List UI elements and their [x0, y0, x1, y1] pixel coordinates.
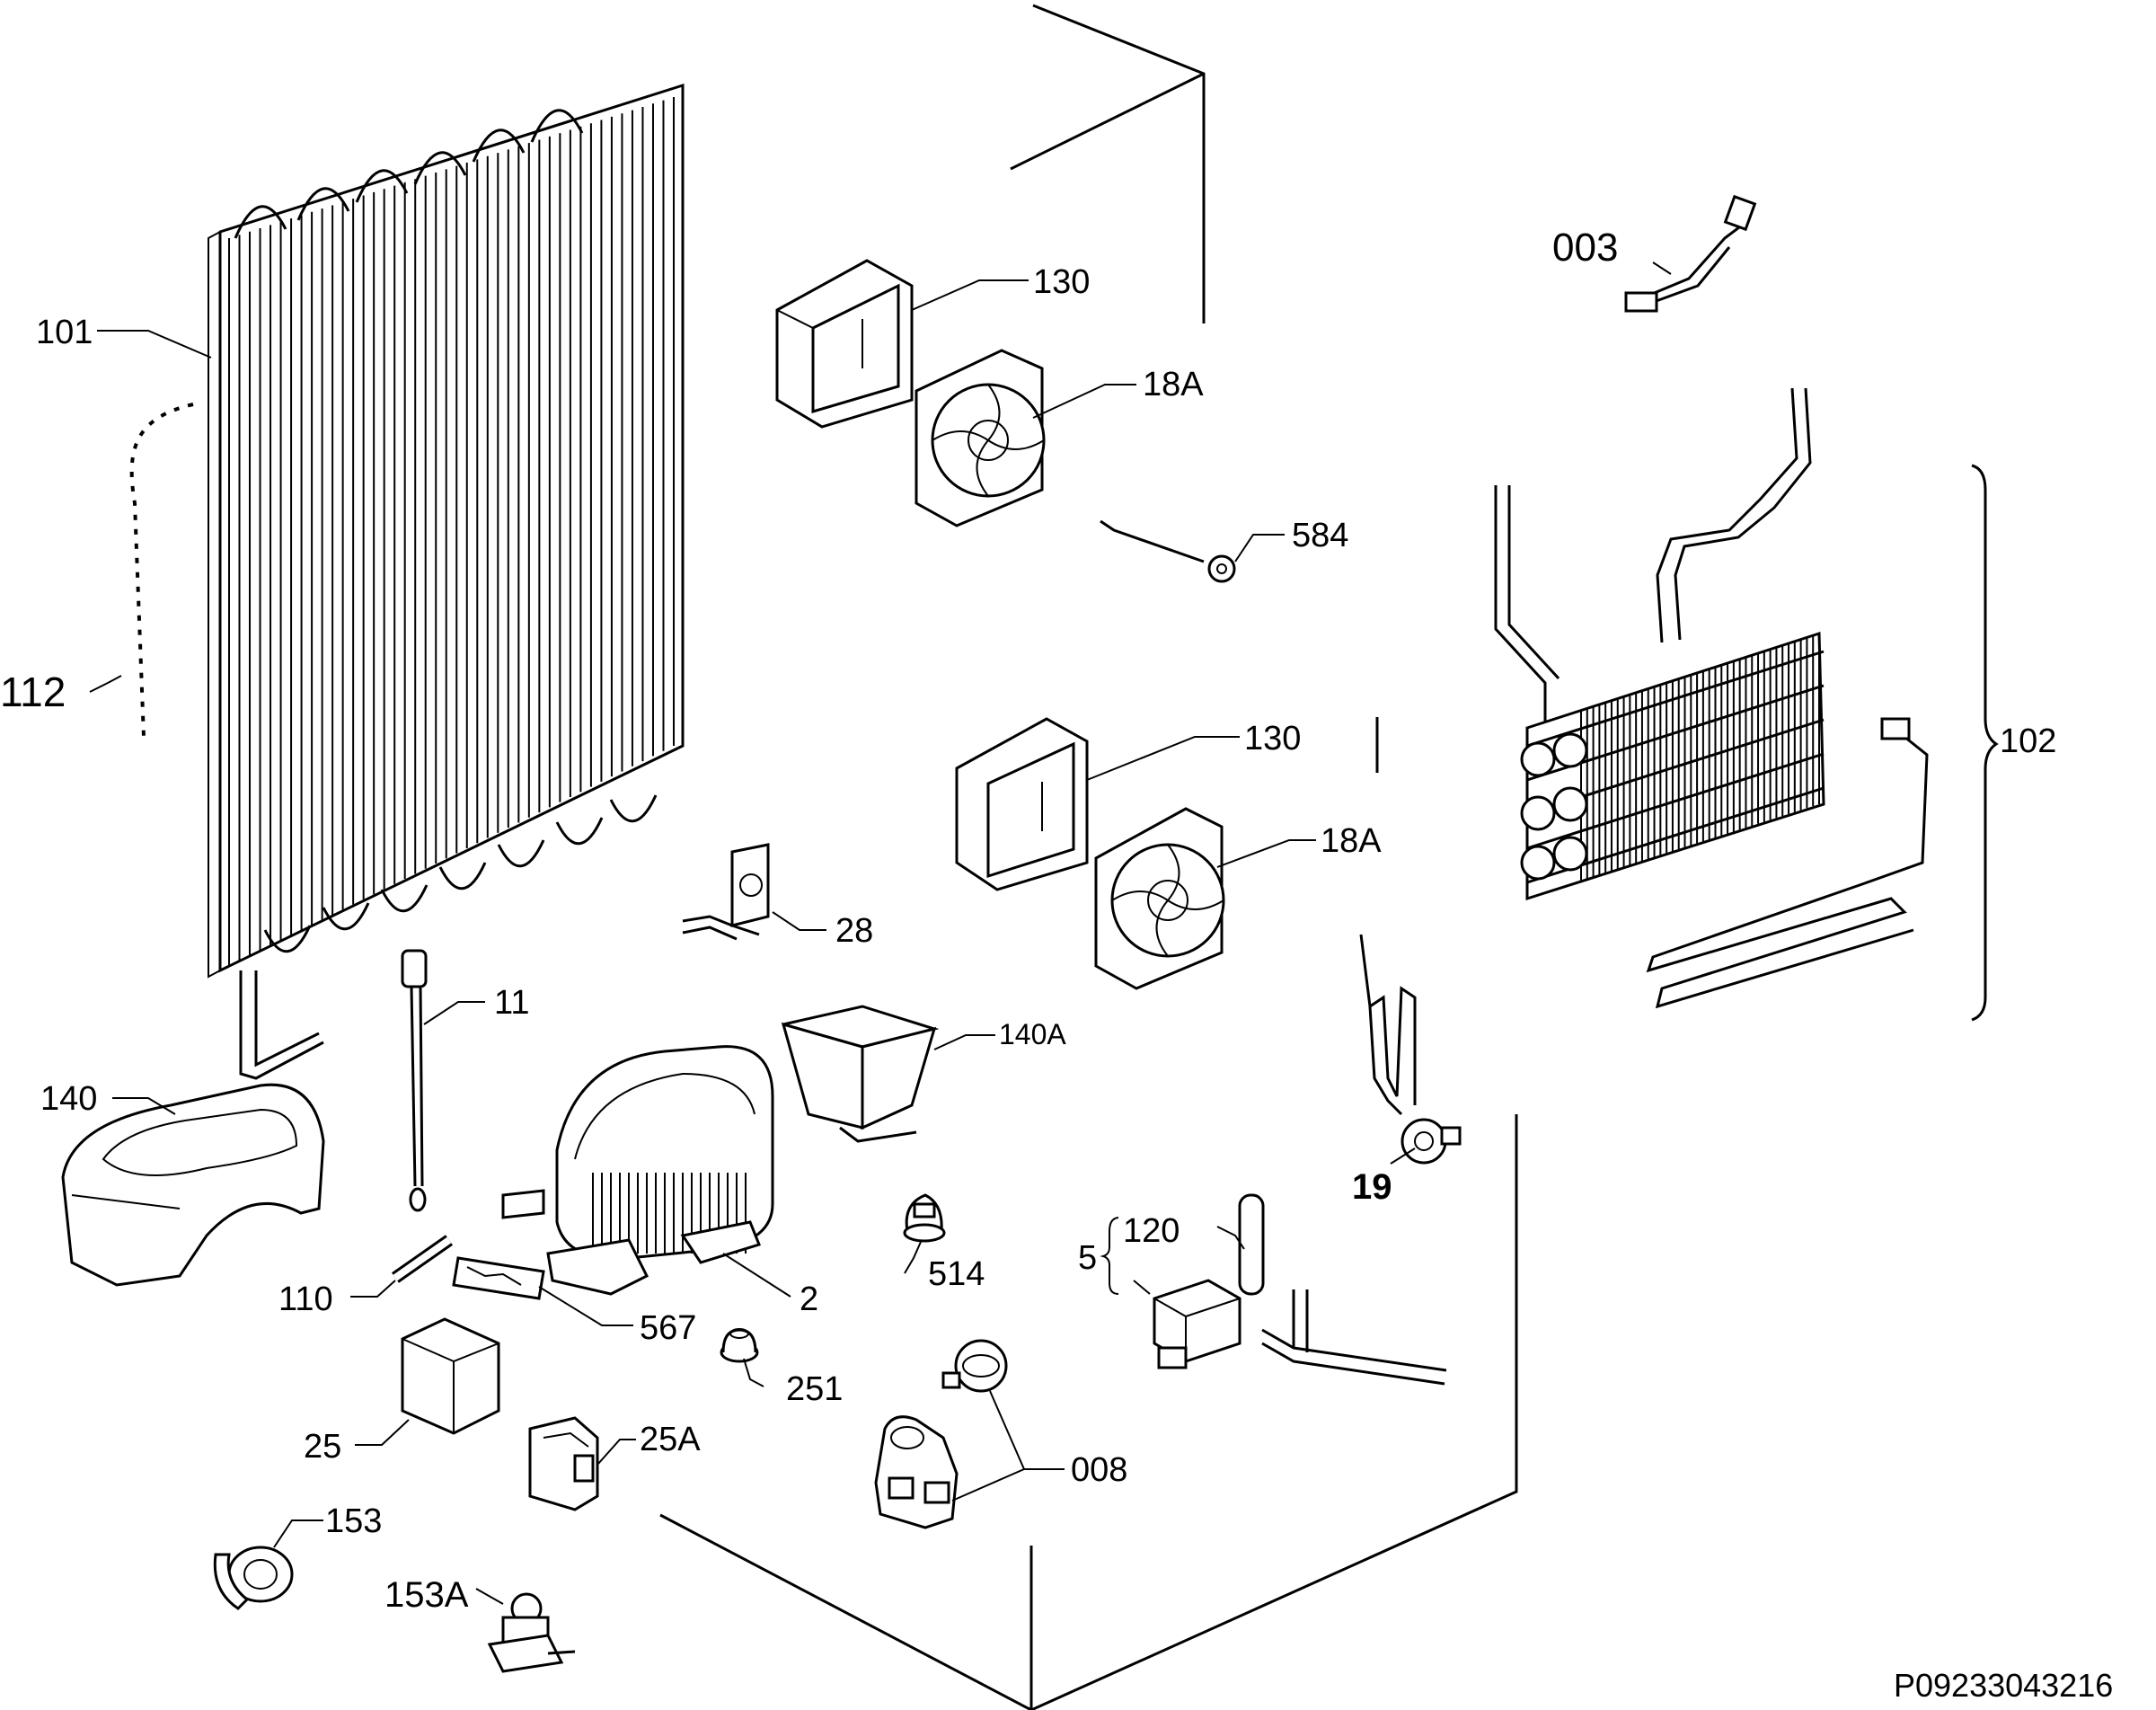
part-labels: 101 112 130 18A 584 003 102 130 18A 28 1… — [0, 226, 2113, 1704]
wiring-harness-003 — [1624, 194, 1757, 313]
label-11: 11 — [494, 984, 529, 1022]
label-2: 2 — [800, 1280, 818, 1318]
drain-hose-112 — [123, 396, 196, 738]
fan-shroud-130-lower — [955, 717, 1089, 891]
label-130-lower: 130 — [1244, 720, 1301, 758]
fan-18a-lower — [1094, 807, 1225, 990]
grommet-514 — [903, 1193, 946, 1243]
water-inlet-153 — [213, 1546, 294, 1610]
water-valve-153a — [487, 1592, 576, 1673]
label-251: 251 — [786, 1370, 843, 1408]
label-25a: 25A — [640, 1421, 701, 1458]
clip-567 — [452, 1256, 545, 1300]
label-567: 567 — [640, 1309, 696, 1347]
fan-shroud-130-upper — [775, 259, 914, 429]
label-101: 101 — [36, 314, 93, 351]
tube-110 — [391, 1235, 454, 1283]
label-514: 514 — [928, 1255, 985, 1293]
label-153: 153 — [325, 1502, 382, 1540]
compressor-2 — [501, 1045, 774, 1296]
fan-18a-upper — [915, 349, 1046, 527]
label-28: 28 — [835, 912, 873, 950]
label-153a: 153A — [384, 1575, 469, 1615]
bracket-28 — [682, 843, 770, 941]
relay-box-25 — [401, 1317, 500, 1435]
evaporator-102 — [1494, 387, 1929, 1009]
water-tray-140 — [61, 1083, 325, 1287]
heater-19 — [1359, 934, 1462, 1165]
cabinet-outline — [659, 4, 1518, 1710]
thermostat-008 — [874, 1339, 1008, 1529]
reference-code: P09233043216 — [1894, 1667, 2113, 1704]
bracket-102 — [1971, 464, 1999, 1022]
starter-11 — [401, 949, 428, 1212]
label-140a: 140A — [999, 1018, 1066, 1050]
grommet-251 — [720, 1328, 759, 1363]
label-008: 008 — [1071, 1451, 1127, 1489]
relay-25a — [528, 1416, 599, 1511]
condenser-101 — [208, 83, 685, 1080]
drip-tray-140a — [781, 1005, 940, 1143]
label-112: 112 — [0, 669, 66, 715]
label-110: 110 — [278, 1280, 333, 1318]
label-120: 120 — [1123, 1212, 1180, 1250]
label-25: 25 — [304, 1428, 341, 1466]
label-18a-upper: 18A — [1143, 366, 1204, 403]
label-102: 102 — [2000, 722, 2056, 760]
label-584: 584 — [1292, 517, 1348, 554]
label-5: 5 — [1078, 1239, 1097, 1277]
label-003: 003 — [1552, 226, 1618, 270]
label-140: 140 — [40, 1080, 97, 1118]
label-18a-lower: 18A — [1321, 822, 1382, 860]
label-19: 19 — [1352, 1167, 1392, 1207]
label-130-upper: 130 — [1033, 263, 1090, 301]
sensor-584 — [1100, 519, 1236, 583]
valve-assembly-5 — [1153, 1193, 1447, 1386]
leader-lines — [89, 261, 1672, 1605]
